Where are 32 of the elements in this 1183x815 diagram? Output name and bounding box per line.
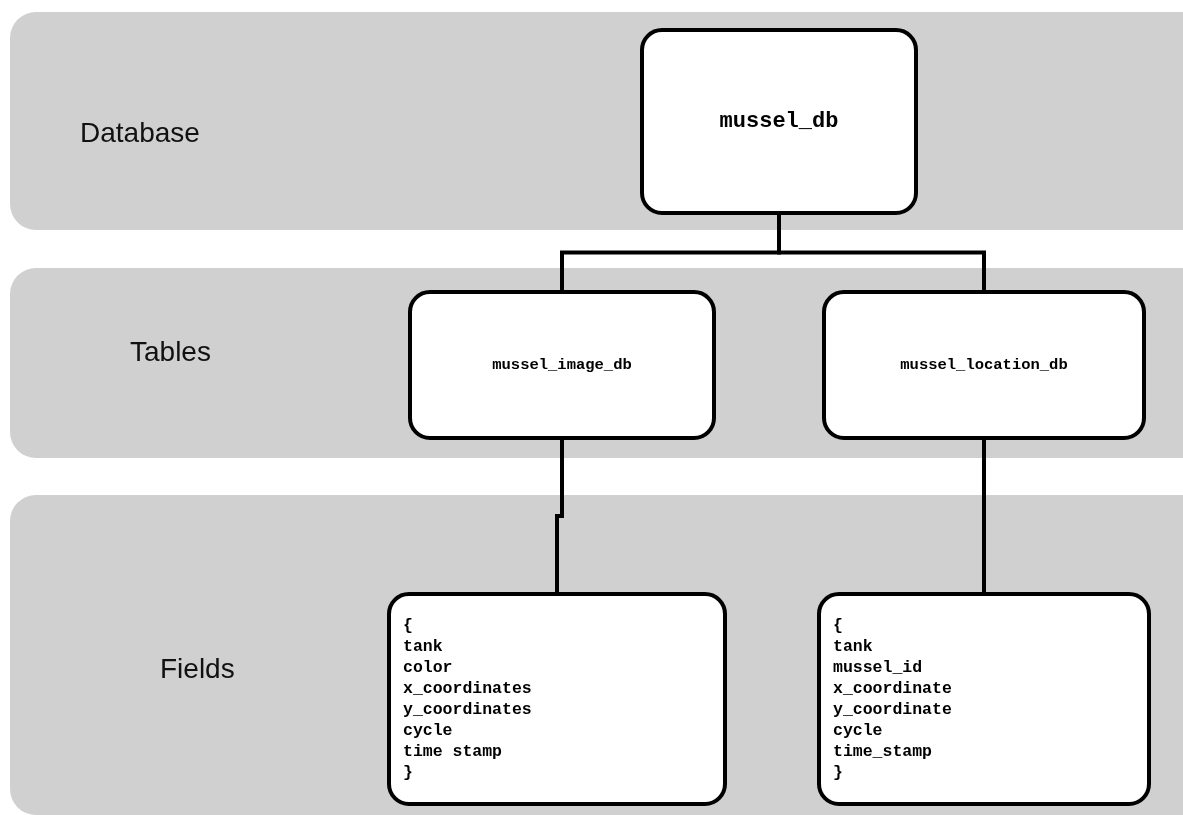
field-name: tank	[403, 636, 443, 657]
fields-box	[817, 592, 1151, 806]
level-band	[10, 268, 1183, 458]
level-band	[10, 495, 1183, 815]
level-label: Fields	[160, 653, 235, 685]
field-name: time stamp	[403, 741, 503, 762]
field-name: y_coordinate	[833, 699, 952, 720]
field-name: }	[403, 762, 413, 783]
level-label: Tables	[130, 336, 211, 368]
fields-box	[387, 592, 727, 806]
table-name: mussel_location_db	[900, 356, 1068, 374]
field-name: cycle	[833, 720, 883, 741]
field-name: }	[833, 762, 843, 783]
connector-line	[555, 440, 564, 592]
field-name: color	[403, 657, 453, 678]
field-name: {	[403, 615, 413, 636]
table-box	[408, 290, 716, 440]
field-name: y_coordinates	[403, 699, 532, 720]
field-name: x_coordinates	[403, 678, 532, 699]
table-name: mussel_image_db	[492, 356, 632, 374]
database-box	[640, 28, 918, 215]
level-label: Database	[80, 117, 200, 149]
field-name: tank	[833, 636, 873, 657]
level-band	[10, 12, 1183, 230]
field-name: cycle	[403, 720, 453, 741]
connector-line	[982, 440, 986, 592]
field-name: mussel_id	[833, 657, 923, 678]
table-name: mussel_db	[719, 109, 839, 134]
field-name: time_stamp	[833, 741, 933, 762]
field-name: {	[833, 615, 843, 636]
field-name: x_coordinate	[833, 678, 952, 699]
table-box	[822, 290, 1146, 440]
